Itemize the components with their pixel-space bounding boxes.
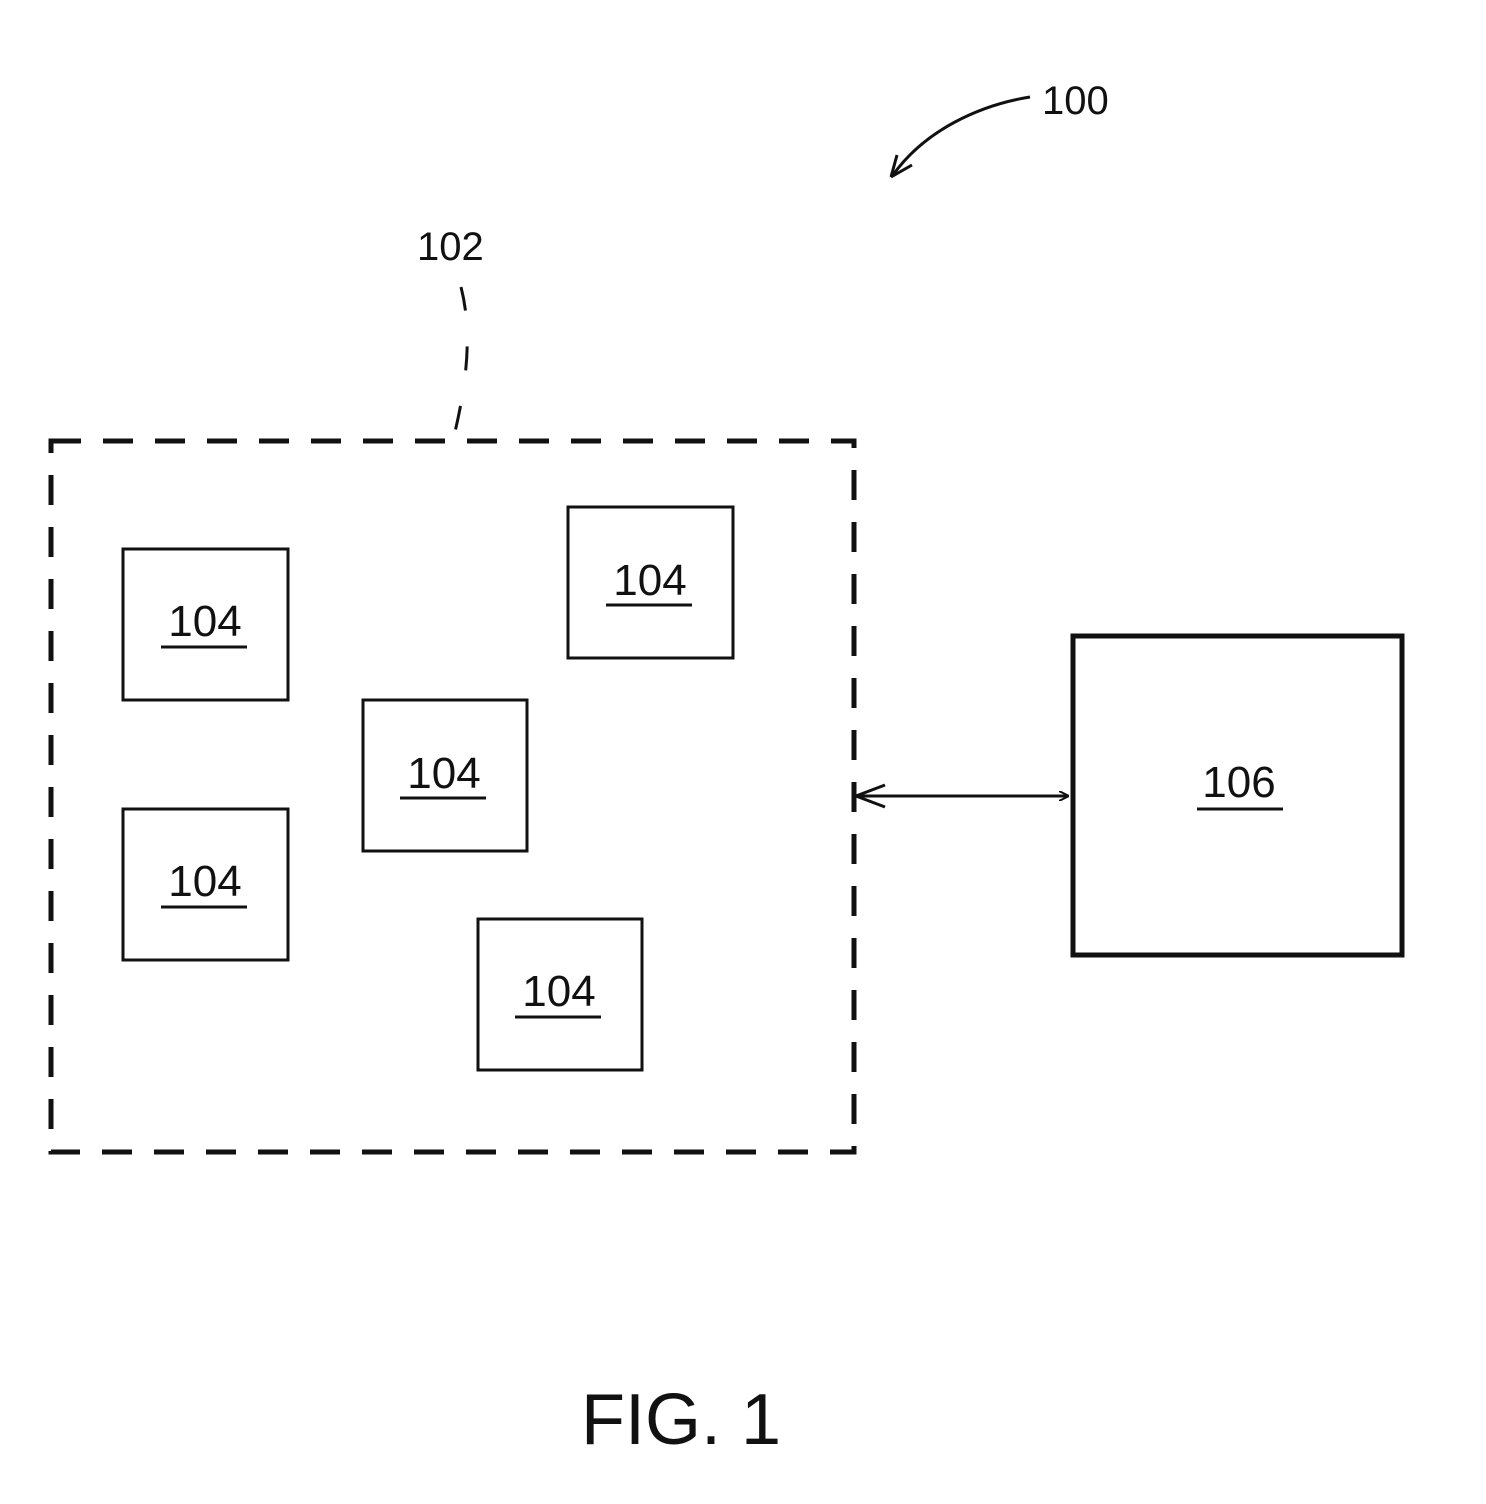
region-reference-numeral: 102 <box>417 225 484 269</box>
figure-caption: FIG. 1 <box>581 1380 781 1460</box>
component-box: 104 <box>568 507 733 658</box>
system-leader-arrow <box>893 97 1030 175</box>
component-label: 104 <box>407 749 480 798</box>
component-box: 104 <box>123 809 288 960</box>
component-label: 104 <box>168 857 241 906</box>
component-label: 104 <box>522 967 595 1016</box>
system-reference-numeral: 100 <box>1042 79 1109 123</box>
component-label: 104 <box>613 556 686 605</box>
component-box: 104 <box>363 700 527 851</box>
region-leader-line <box>453 287 467 440</box>
component-box: 104 <box>478 919 642 1070</box>
component-box: 104 <box>123 549 288 700</box>
component-label: 104 <box>168 597 241 646</box>
external-unit-box: 106 <box>1073 636 1402 955</box>
external-unit-label: 106 <box>1202 758 1275 807</box>
